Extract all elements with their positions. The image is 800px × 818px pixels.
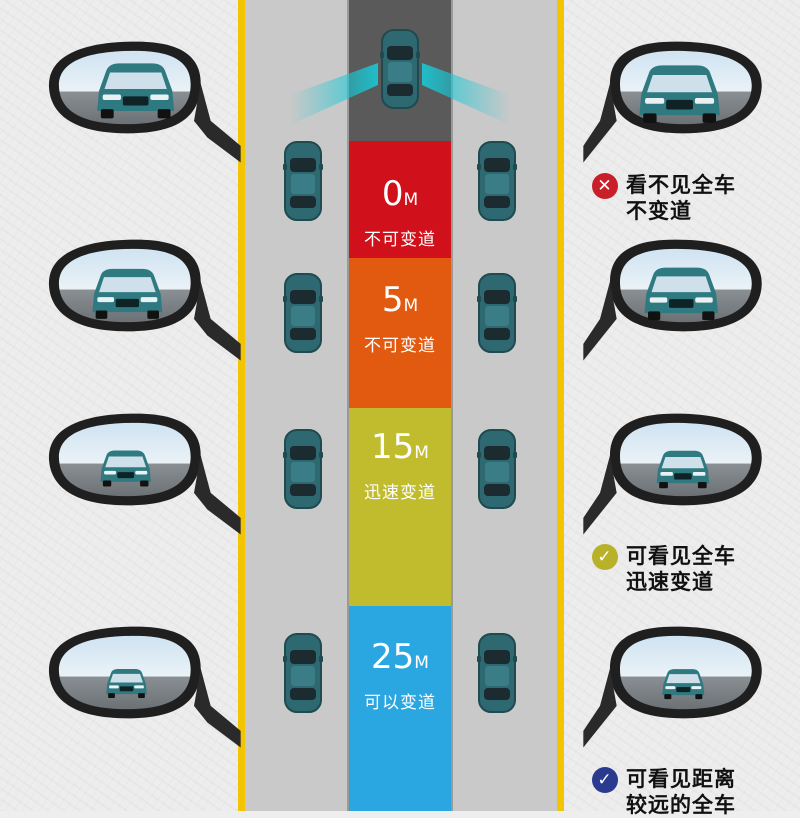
blind-spot-cones — [290, 63, 510, 125]
blind-spot-left — [290, 63, 378, 125]
reflected-car-icon — [100, 450, 151, 487]
mirror-left-5m — [48, 239, 241, 361]
zone-label: 可以变道 — [364, 693, 436, 713]
legend-quick-change: ✓ 可看见全车迅速变道 — [592, 543, 736, 595]
car-right-5m-icon — [477, 273, 517, 353]
road-edge-left — [238, 0, 245, 811]
road-edge-right — [557, 0, 564, 811]
car-right-0m-icon — [477, 141, 517, 221]
car-left-25m-icon — [283, 633, 323, 713]
reflected-car-icon — [656, 450, 710, 489]
reflected-car-icon — [644, 267, 718, 321]
zone-25m: 25M 可以变道 — [349, 606, 451, 811]
legend-far-car: ✓ 可看见距离较远的全车 — [592, 766, 736, 818]
mirror-right-5m — [583, 239, 762, 361]
zone-distance: 15M — [371, 427, 429, 467]
cross-icon: ✕ — [592, 173, 618, 199]
zone-5m: 5M 不可变道 — [349, 258, 451, 408]
legend-no-change: ✕ 看不见全车不变道 — [592, 172, 736, 224]
car-left-0m-icon — [283, 141, 323, 221]
reflected-car-icon — [106, 669, 147, 698]
mirror-right-15m — [583, 413, 762, 535]
mirror-right-25m — [583, 626, 762, 748]
reflected-car-icon — [92, 268, 163, 319]
check-icon: ✓ — [592, 544, 618, 570]
reflected-car-icon — [97, 63, 175, 119]
check-icon: ✓ — [592, 767, 618, 793]
ego-car-icon — [380, 29, 420, 109]
car-right-25m-icon — [477, 633, 517, 713]
car-right-15m-icon — [477, 429, 517, 509]
car-left-5m-icon — [283, 273, 323, 353]
reflected-car-icon — [662, 669, 705, 700]
zone-label: 迅速变道 — [364, 483, 436, 503]
car-left-15m-icon — [283, 429, 323, 509]
zone-0m: 0M 不可变道 — [349, 141, 451, 258]
zone-15m: 15M 迅速变道 — [349, 408, 451, 606]
lane-divider-left — [347, 0, 349, 811]
zone-distance: 5M — [381, 280, 419, 320]
lane-divider-right — [451, 0, 453, 811]
zone-label: 不可变道 — [364, 336, 436, 356]
mirror-right-0m — [583, 41, 762, 163]
mirror-left-25m — [48, 626, 241, 748]
zone-distance: 0M — [381, 174, 419, 214]
mirror-left-15m — [48, 413, 241, 535]
blind-spot-right — [422, 63, 510, 125]
mirror-left-0m — [48, 41, 241, 163]
zone-label: 不可变道 — [364, 230, 436, 250]
zone-distance: 25M — [371, 637, 429, 677]
reflected-car-icon — [639, 65, 720, 123]
